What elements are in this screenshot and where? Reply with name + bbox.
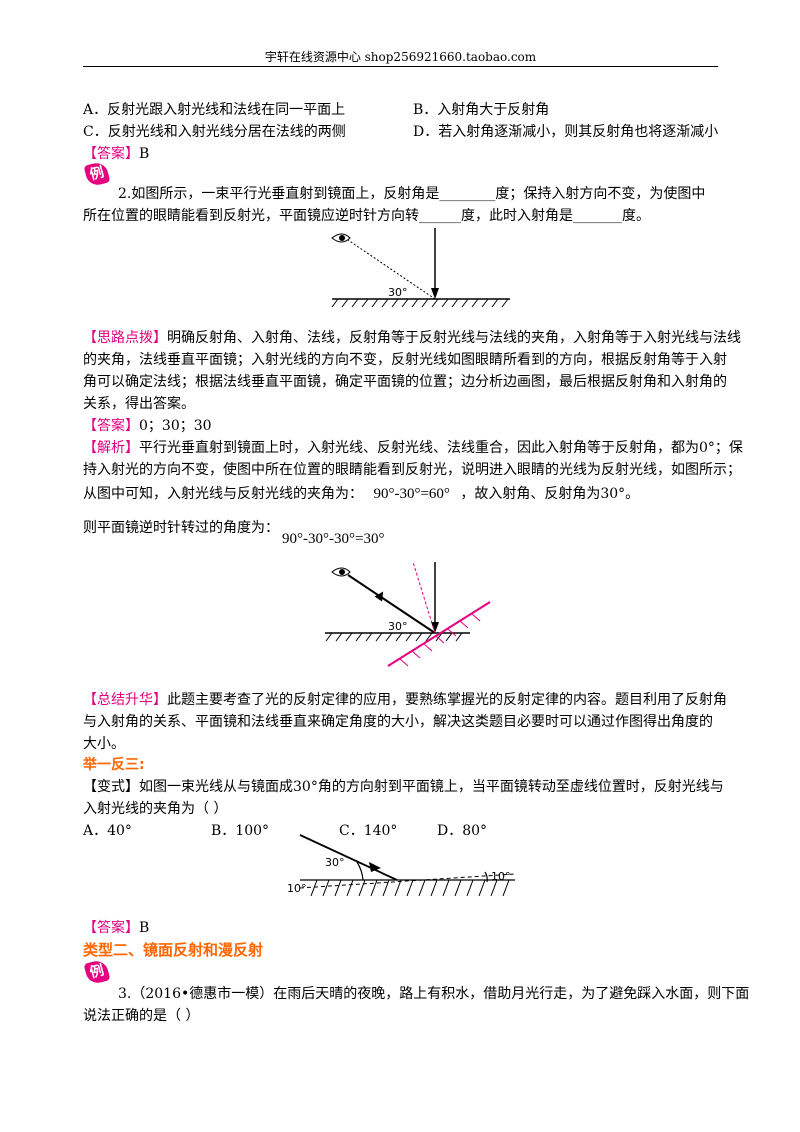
variant-options: A．40° B．100° C．140° D．80° (83, 820, 718, 842)
eye-icon (331, 567, 351, 577)
analysis-line3: 从图中可知，入射光线与反射光线的夹角为： 90°-30°=60° ，故入射角、反… (83, 483, 718, 505)
q2-answer: 0；30；30 (139, 418, 212, 434)
q1-options-row2: C．反射光线和入射光线分居在法线的两侧 D．若入射角逐渐减小，则其反射角也将逐渐… (83, 121, 718, 143)
q1-option-a: A．反射光跟入射光线和法线在同一平面上 (83, 102, 346, 118)
variant-fig-10-right: 10° (491, 870, 511, 883)
q2-line2: 所在位置的眼睛能看到反射光，平面镜应逆时针方向转______度，此时入射角是__… (83, 208, 650, 224)
answer-label: 【答案】 (83, 920, 139, 936)
variant-option-a: A．40° (83, 823, 132, 839)
q1-option-b: B．入射角大于反射角 (413, 102, 550, 118)
analysis-line1: 【解析】平行光垂直射到镜面上时，入射光线、反射光线、法线重合，因此入射角等于反射… (83, 437, 743, 459)
variant-figure: 30° 10° 10° (287, 834, 516, 897)
hint-line1: 【思路点拨】明确反射角、入射角、法线，反射角等于反射光线与法线的夹角，入射角等于… (83, 327, 741, 349)
q2-line1: 2.如图所示，一束平行光垂直射到镜面上，反射角是________度；保持入射方向… (118, 186, 706, 202)
hint-text1: 明确反射角、入射角、法线，反射角等于反射光线与法线的夹角，入射角等于入射光线与法… (167, 330, 741, 346)
variant-option-b: B．100° (211, 823, 270, 839)
q1-answer: B (139, 146, 150, 162)
variant-option-c: C．140° (339, 823, 398, 839)
variant-fig-30: 30° (325, 856, 345, 869)
q2-answer-line: 【答案】0；30；30 (83, 415, 718, 437)
variant-heading: 举一反三: (83, 757, 145, 773)
hint-label: 【思路点拨】 (83, 330, 167, 346)
eye-icon (331, 233, 351, 243)
variant-line1: 【变式】如图一束光线从与镜面成30°角的方向射到平面镜上，当平面镜转动至虚线位置… (83, 776, 724, 798)
analysis-label: 【解析】 (83, 440, 139, 456)
hint-line4: 关系，得出答案。 (83, 396, 195, 412)
summary-label: 【总结升华】 (83, 692, 167, 708)
summary-line2: 与入射角的关系、平面镜和法线垂直来确定角度的大小，解决这类题目必要时可以通过作图… (83, 714, 713, 730)
variant-fig-10-left: 10° (287, 882, 307, 895)
hint-line2: 的夹角，法线垂直平面镜；入射光线的方向不变，反射光线如图眼睛所看到的方向，根据反… (83, 352, 727, 368)
header-rule (83, 66, 718, 67)
hint-line3: 角可以确定法线；根据法线垂直平面镜，确定平面镜的位置；边分析边画图，最后根据反射… (83, 374, 727, 390)
q1-answer-line: 【答案】B (83, 143, 718, 165)
summary-line1: 【总结升华】此题主要考查了光的反射定律的应用，要熟练掌握光的反射定律的内容。题目… (83, 689, 727, 711)
analysis-figure: 30° (325, 561, 491, 667)
page-header: 宇轩在线资源中心 shop256921660.taobao.com (264, 50, 537, 64)
analysis-line2: 持入射光的方向不变，使图中所在位置的眼睛能看到反射光，说明进入眼睛的光线为反射光… (83, 462, 741, 478)
q3-line1: 3.（2016•德惠市一模）在雨后天晴的夜晚，路上有积水，借助月光行走，为了避免… (118, 986, 750, 1002)
variant-answer-line: 【答案】B (83, 917, 718, 939)
q1-options-row1: A．反射光跟入射光线和法线在同一平面上 B．入射角大于反射角 (83, 99, 718, 121)
q1-option-c: C．反射光线和入射光线分居在法线的两侧 (83, 124, 346, 140)
q2-figure: 30° (331, 228, 510, 308)
analysis-text1: 平行光垂直射到镜面上时，入射光线、反射光线、法线重合，因此入射角等于反射角，都为… (139, 440, 743, 456)
type2-heading: 类型二、镜面反射和漫反射 (83, 941, 264, 959)
q1-option-d: D．若入射角逐渐减小，则其反射角也将逐渐减小 (413, 124, 719, 140)
variant-option-d: D．80° (437, 823, 488, 839)
analysis-fig-angle: 30° (388, 620, 408, 633)
q2-fig-angle: 30° (388, 286, 408, 299)
variant-text1: 如图一束光线从与镜面成30°角的方向射到平面镜上，当平面镜转动至虚线位置时，反射… (139, 779, 724, 795)
example-badge-2: 例 (83, 958, 111, 986)
variant-answer: B (139, 920, 150, 936)
variant-line2: 入射光线的夹角为（ ） (83, 801, 228, 817)
answer-label: 【答案】 (83, 418, 139, 434)
summary-line3: 大小。 (83, 736, 125, 752)
analysis-text3b: ，故入射角、反射角为30°。 (460, 486, 640, 502)
equation-1: 90°-30°=60° (373, 486, 450, 502)
answer-label: 【答案】 (83, 146, 139, 162)
q3-line2: 说法正确的是（ ） (83, 1008, 200, 1024)
analysis-text3a: 从图中可知，入射光线与反射光线的夹角为： (83, 486, 363, 502)
analysis-line4: 则平面镜逆时针转过的角度为： (83, 520, 279, 536)
summary-text1: 此题主要考查了光的反射定律的应用，要熟练掌握光的反射定律的内容。题目利用了反射角 (167, 692, 727, 708)
equation-2: 90°-30°-30°=30° (282, 531, 385, 547)
variant-label: 【变式】 (83, 779, 139, 795)
